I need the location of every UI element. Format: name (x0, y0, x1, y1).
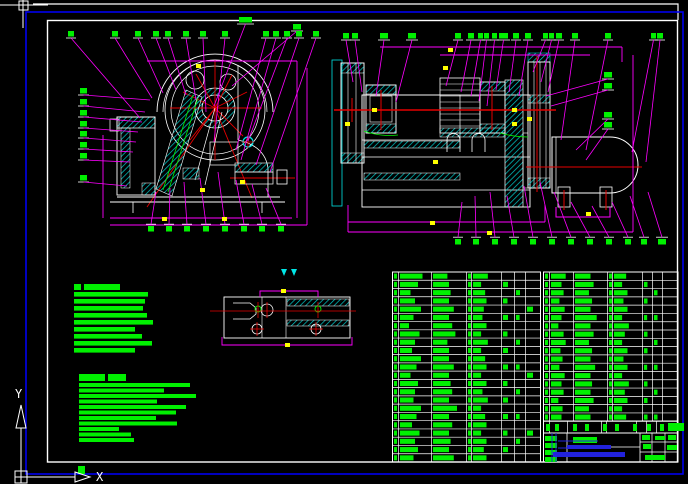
sheet-borders (25, 3, 684, 475)
frame-side-wall (504, 79, 524, 208)
ucs-y-arrow (15, 404, 27, 429)
ucs-y-label: Y (15, 387, 23, 401)
section-detail-view (210, 269, 356, 346)
left-view-jaw-crusher (109, 53, 295, 213)
paper-edge-border (25, 11, 684, 475)
drawing-frame-border (46, 19, 679, 463)
title-block (78, 432, 679, 474)
bom-tables (392, 271, 684, 463)
ucs-x-arrow (74, 471, 92, 483)
section-arrow (281, 269, 287, 276)
right-view-section (331, 52, 642, 218)
part-callouts (66, 17, 668, 245)
toggle-block (234, 162, 274, 173)
moving-jaw (155, 89, 203, 197)
technical-notes (74, 284, 196, 442)
motor (551, 136, 639, 194)
weld-marks (162, 48, 591, 347)
crosshair-cursor (0, 0, 48, 28)
ucs-icon: Y X (14, 387, 104, 484)
flywheel-2 (527, 61, 551, 189)
section-arrow (291, 269, 297, 276)
ucs-x-label: X (96, 470, 104, 484)
